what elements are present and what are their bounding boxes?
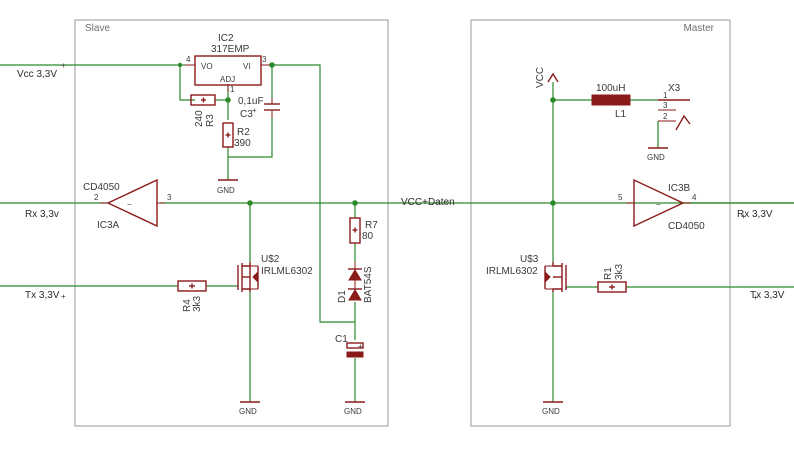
gnd-c1-label: GND [344,407,362,416]
r2-name: R2 [237,127,250,138]
x3-name: X3 [668,83,681,94]
x3-pin1: 1 [663,91,668,100]
ic3a-name: IC3A [97,220,120,231]
gnd-q3-label: GND [542,407,560,416]
net-tx-left-label: Tx 3,3V [25,290,60,301]
ic2-pin-adj: ADJ [220,75,235,84]
net-rx-left-label: Rx 3,3v [25,209,59,220]
ic2-pin1: 1 [230,85,235,94]
r7-value: 80 [362,231,374,242]
svg-text:−: − [656,200,661,209]
x3-pin3: 3 [663,101,668,110]
vcc-in-pin-marker: + [61,61,66,70]
tx-left-pin-marker: + [61,292,66,301]
q3-value: IRLML6302 [486,266,538,277]
c3-value: 0,1uF [238,96,264,107]
net-vcc-in-label: Vcc 3,3V [17,69,57,80]
c3-plus-marker: + [252,106,257,115]
r2-resistor [222,122,234,148]
c3-name: C3 [240,109,253,120]
r4-value: 3k3 [192,295,203,312]
slave-frame-label: Slave [85,23,110,34]
net-vcc-daten-label: VCC+Daten [401,197,455,208]
master-frame-label: Master [683,23,714,34]
l1-name: L1 [615,109,627,120]
ic3b-pin-in: 5 [618,193,623,202]
c1-capacitor [346,342,364,358]
r7-resistor [349,217,361,244]
r3-value: 240 [194,110,205,127]
ic3a-pin-out: 3 [167,193,172,202]
r2-value: 390 [234,138,251,149]
d1-value: BAT54S [363,266,374,303]
gnd-q2-label: GND [239,407,257,416]
q2-value: IRLML6302 [261,266,313,277]
vcc-supply-label: VCC [535,67,546,88]
x3-connector [658,99,691,131]
ic3b-pin-out: 4 [692,193,697,202]
slave-frame [74,19,389,427]
d1-diode [348,262,362,301]
q2-name: U$2 [261,254,280,265]
r1-resistor [597,281,627,293]
ic3b-value: CD4050 [668,221,705,232]
tx-right-pin-marker: + [753,293,758,302]
ic3a-pin-in: 2 [94,193,99,202]
c1-plus-marker: + [358,342,363,351]
r4-name: R4 [182,299,193,312]
net-rx-right-label: Rx 3,3V [737,209,773,220]
ic3b-buffer: − [626,178,691,228]
gnd-ic2-label: GND [217,186,235,195]
r1-value: 3k3 [614,263,625,280]
rx-right-pin-marker: + [741,212,746,221]
r3-name: R3 [205,114,216,127]
ic2-value: 317EMP [211,44,250,55]
l1-inductor [591,94,631,106]
x3-pin2: 2 [663,112,668,121]
wires [0,64,794,402]
svg-text:−: − [127,200,132,209]
r3-resistor [190,94,216,106]
r7-name: R7 [365,220,378,231]
r1-name: R1 [603,267,614,280]
ic3a-value: CD4050 [83,182,120,193]
ic3b-name: IC3B [668,183,691,194]
master-frame [470,19,731,427]
q3-mosfet [544,262,567,292]
q2-mosfet [237,262,259,292]
vcc-supply-symbol [547,72,559,83]
gnd-x3-label: GND [647,153,665,162]
ic2-name: IC2 [218,33,234,44]
ic2-pin-vo: VO [201,62,213,71]
d1-name: D1 [337,290,348,303]
c3-capacitor [264,98,280,118]
c1-name: C1 [335,334,348,345]
ic2-regulator: VO VI ADJ 4 3 1 [185,55,270,94]
ic3a-buffer: − [100,178,165,228]
ic2-pin-vi: VI [243,62,251,71]
junctions [177,62,556,206]
l1-value: 100uH [596,83,625,94]
q3-name: U$3 [520,254,539,265]
ic2-pin3: 3 [262,55,267,64]
net-tx-right-label: Tx 3,3V [750,290,785,301]
r4-resistor [177,280,207,292]
ic2-pin4: 4 [186,55,191,64]
